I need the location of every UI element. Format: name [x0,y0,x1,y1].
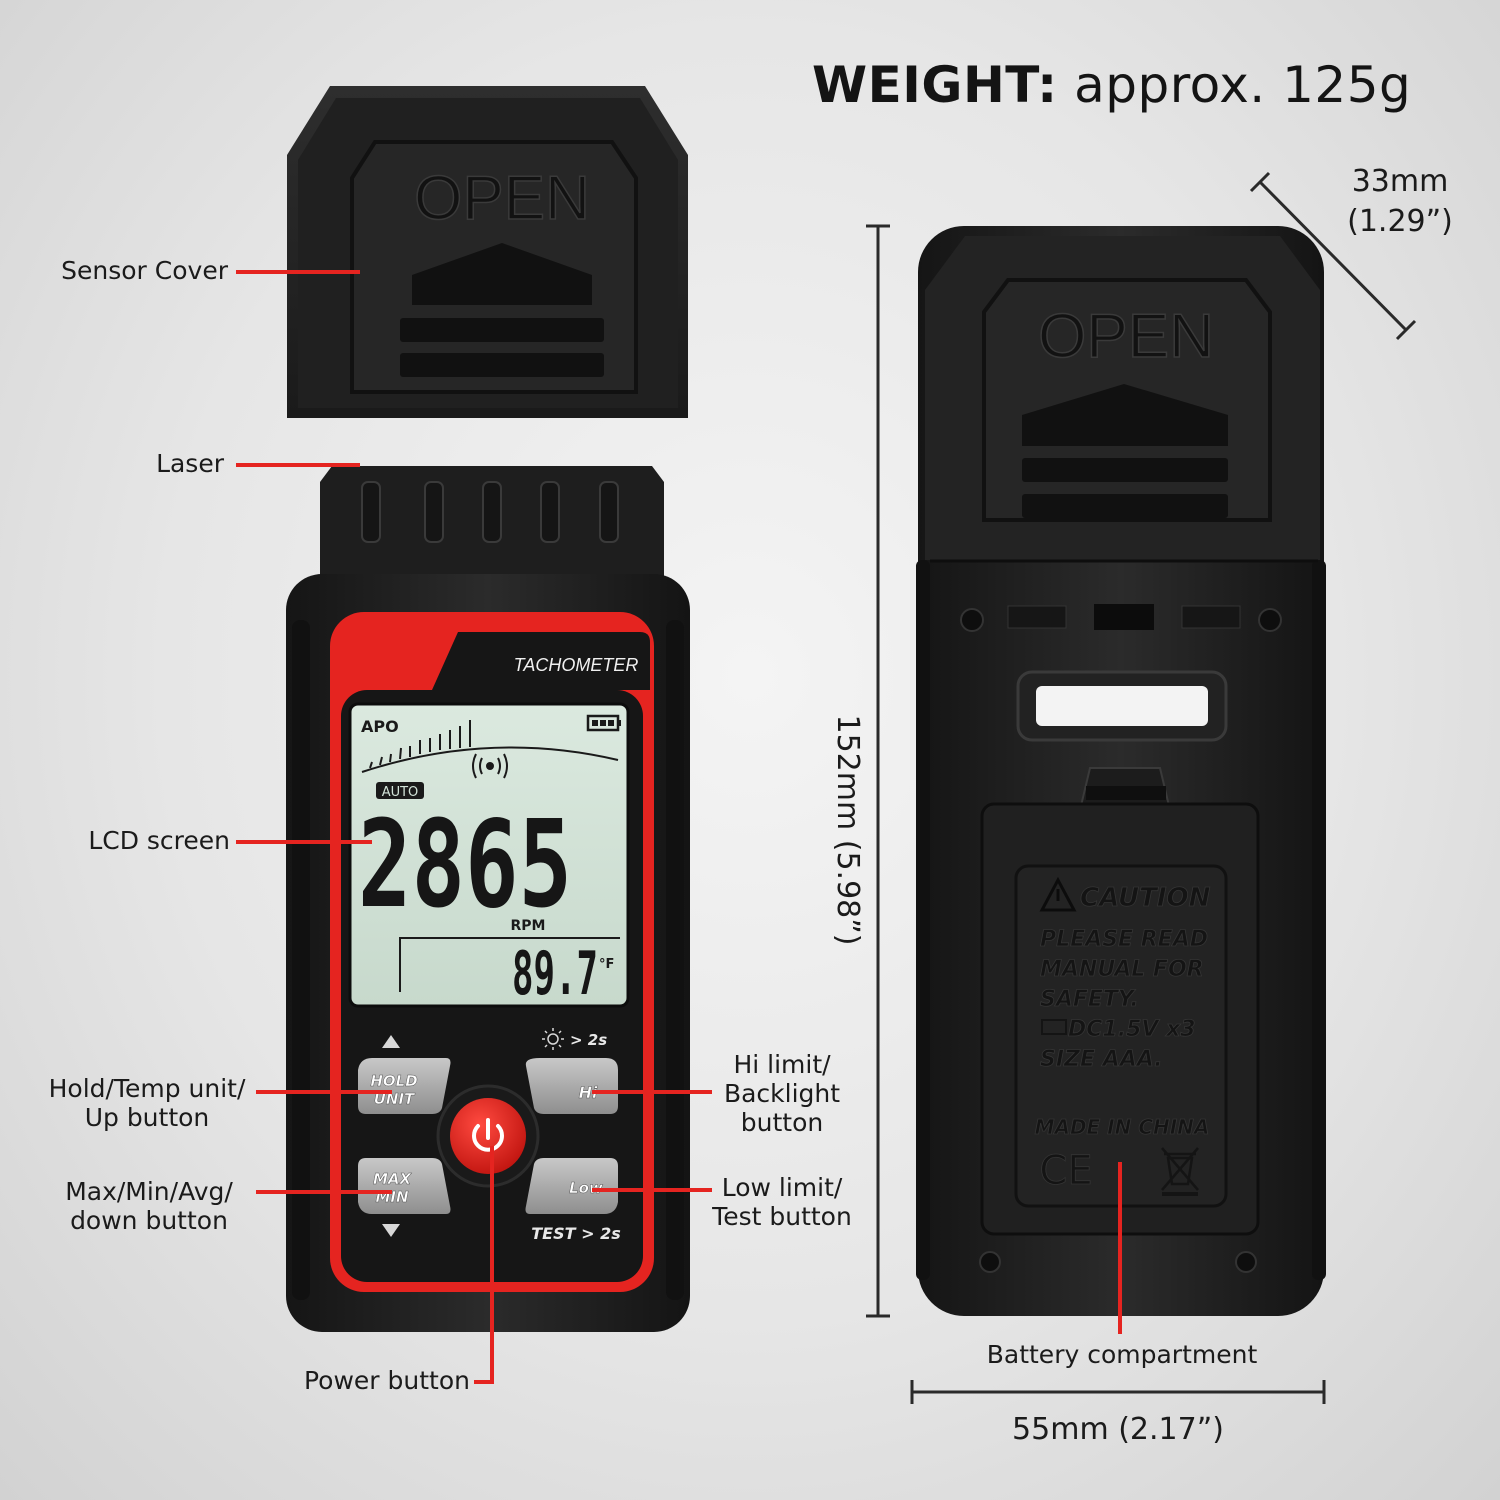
battery-icon [586,714,621,732]
hold-button-line1: HOLD [370,1072,417,1090]
callout-power-button: Power button [304,1366,470,1395]
depth-line1: 33mm [1351,164,1449,199]
weight-value: approx. 125g [1074,56,1412,114]
low-button[interactable]: Low [525,1158,619,1214]
hold-unit-button[interactable]: HOLD UNIT [358,1058,451,1114]
lcd-screen [348,702,630,1008]
tachometer-front: TACHOMETER APO AUTO 2865 RPM [286,466,690,1332]
width-dimension: 55mm (2.17”) [1012,1412,1224,1447]
cover-open-text: OPEN [414,164,590,233]
hi-button-label: Hi [579,1083,598,1102]
height-dimension: 152mm (5.98”) [830,715,865,946]
caution-line-1: PLEASE READ [1040,927,1208,952]
weee-bin-icon [1161,1147,1199,1196]
caution-title: CAUTION [1080,883,1211,913]
depth-dimension: 33mm (1.29”) [1330,162,1470,242]
dimension-lines [866,171,1417,1404]
callout-hi-button: Hi limit/ Backlight button [712,1050,852,1137]
model-label: TACHOMETER [514,655,639,675]
back-open-text: OPEN [1038,302,1214,371]
callout-battery-compartment: Battery compartment [986,1340,1258,1369]
callout-sensor-cover: Sensor Cover [61,256,228,285]
sensor-cover: OPEN [287,86,688,418]
callout-lines [236,270,1122,1384]
weight-label: WEIGHT: [812,56,1058,114]
max-min-button[interactable]: MAX MIN [358,1158,451,1214]
callout-maxmin-button: Max/Min/Avg/ down button [38,1177,260,1235]
ce-mark: CE [1039,1148,1092,1194]
callout-hold-line1: Hold/Temp unit/ [48,1074,246,1103]
caution-line-5: SIZE AAA. [1040,1047,1163,1072]
callout-laser: Laser [156,449,224,478]
lcd-apo: APO [361,717,399,736]
callout-hi-line1: Hi limit/ [733,1050,831,1079]
callout-low-line2: Test button [712,1202,852,1231]
callout-maxmin-line2: down button [70,1206,228,1235]
depth-line2: (1.29”) [1347,204,1453,239]
callout-maxmin-line1: Max/Min/Avg/ [65,1177,233,1206]
callout-low-button: Low limit/ Test button [704,1173,860,1231]
sun-icon [542,1028,564,1050]
up-arrow-icon [382,1035,400,1048]
callout-low-line1: Low limit/ [721,1173,843,1202]
power-button[interactable] [436,1084,540,1188]
callout-hold-button: Hold/Temp unit/ Up button [32,1074,262,1132]
down-arrow-icon [382,1224,400,1237]
callout-lcd-screen: LCD screen [88,826,230,855]
tachometer-back: OPEN CAUTION PLEASE READ MANUAL FOR SAFE… [916,226,1326,1316]
power-icon [472,1118,504,1152]
lcd-sub-unit: °F [599,957,614,972]
lcd-main-reading: 2865 [358,796,572,935]
hold-button-line2: UNIT [374,1090,416,1108]
made-in-label: MADE IN CHINA [1035,1115,1210,1139]
backlight-hint: > 2s [570,1031,607,1049]
caution-line-2: MANUAL FOR [1040,957,1204,982]
callout-hi-line3: button [740,1108,824,1137]
lcd-main-unit: RPM [511,918,546,934]
weight-heading: WEIGHT: approx. 125g [812,56,1411,114]
test-hint: TEST > 2s [531,1224,620,1243]
low-button-label: Low [569,1179,603,1197]
hi-button[interactable]: Hi [525,1058,618,1114]
signal-icon [472,753,508,779]
callout-hi-line2: Backlight [723,1079,841,1108]
lcd-sub-reading: 89.7 [512,939,598,1009]
callout-hold-line2: Up button [84,1103,210,1132]
max-button-line1: MAX [373,1170,413,1188]
caution-line-4: DC1.5V x3 [1068,1017,1196,1042]
warning-icon [1039,876,1077,912]
caution-line-3: SAFETY. [1040,987,1139,1012]
lcd-auto: AUTO [382,785,419,800]
lcd-bar-graph [361,720,619,773]
